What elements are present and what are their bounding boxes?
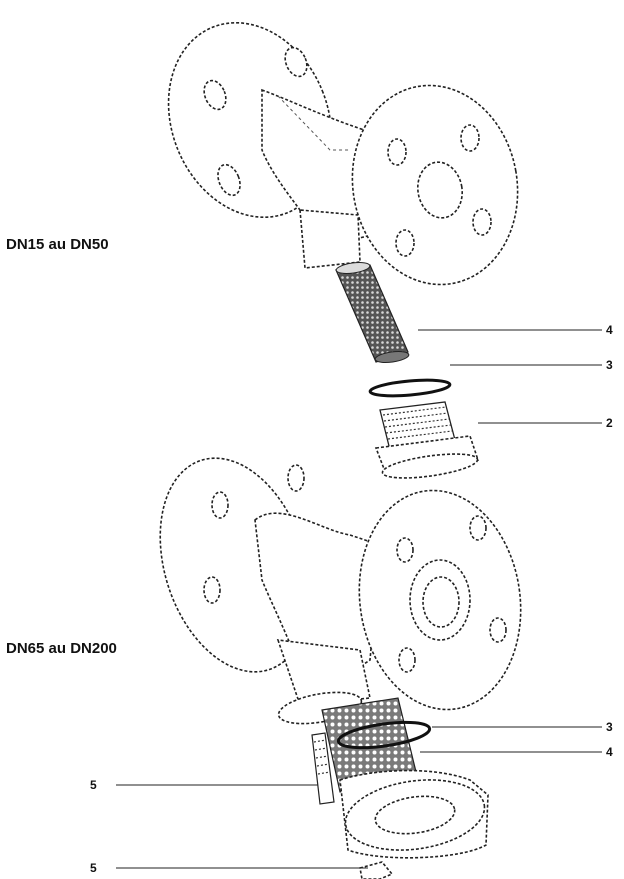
small-left-flange-bolt-hole bbox=[203, 79, 227, 111]
large-cover-part bbox=[339, 769, 489, 859]
small-y-leg bbox=[299, 209, 361, 269]
callout-small-cap: 2 bbox=[606, 416, 613, 430]
small-screen-part bbox=[335, 262, 410, 363]
callout-small-gasket: 3 bbox=[606, 358, 613, 372]
small-right-flange-bolt-hole bbox=[395, 229, 415, 257]
section-label-large: DN65 au DN200 bbox=[6, 640, 117, 657]
small-right-flange-bolt-hole bbox=[387, 138, 407, 166]
large-right-flange-bolt-hole bbox=[469, 515, 487, 541]
section-label-small: DN15 au DN50 bbox=[6, 236, 109, 253]
large-plug-part bbox=[359, 861, 394, 879]
callout-large-gasket: 3 bbox=[606, 720, 613, 734]
small-right-flange-bore bbox=[416, 161, 464, 219]
callout-large-stud: 5 bbox=[90, 778, 97, 792]
small-body-pipe bbox=[261, 88, 381, 251]
small-left-flange-bolt-hole bbox=[284, 46, 308, 78]
large-right-flange-bolt-hole bbox=[489, 617, 507, 643]
small-right-flange-bolt-hole bbox=[472, 208, 492, 236]
small-cap-part bbox=[374, 401, 480, 479]
large-body-pipe bbox=[254, 512, 381, 681]
large-left-flange-bolt-hole bbox=[211, 491, 229, 519]
large-gasket-part bbox=[336, 720, 432, 750]
large-y-leg bbox=[276, 639, 371, 706]
large-right-flange-bolt-hole bbox=[396, 537, 414, 563]
callout-large-screen: 4 bbox=[606, 745, 613, 759]
small-body-hidden-line bbox=[277, 95, 350, 151]
large-right-flange-bore-inner bbox=[422, 576, 460, 628]
large-right-flange-bolt-hole bbox=[398, 647, 416, 673]
small-strainer-body bbox=[167, 21, 519, 286]
small-gasket-part bbox=[368, 378, 452, 398]
small-left-flange-bolt-hole bbox=[217, 163, 241, 197]
small-right-flange-bolt-hole bbox=[460, 124, 480, 152]
large-strainer-body bbox=[159, 457, 522, 725]
callout-small-screen: 4 bbox=[606, 323, 613, 337]
large-left-flange-bolt-hole bbox=[287, 464, 305, 492]
callout-large-plug: 5 bbox=[90, 861, 97, 875]
large-left-flange-bolt-hole bbox=[203, 576, 221, 604]
large-stud-part bbox=[311, 732, 335, 805]
